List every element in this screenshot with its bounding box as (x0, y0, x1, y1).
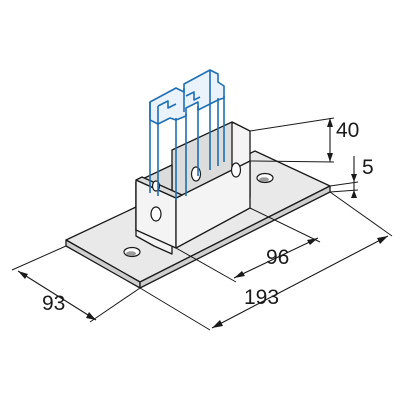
dim-5-arrow-a (351, 174, 357, 182)
channel-top-profile (149, 69, 225, 125)
dim-96-arrow-a (234, 271, 245, 278)
strut-channel (149, 69, 225, 200)
dim-96-ext-left (175, 247, 237, 283)
channel-lip-left (157, 100, 177, 109)
dim-193-arrow-b (377, 236, 388, 244)
dim-5-ext-top (329, 181, 359, 187)
dim-93-ext-top (11, 245, 67, 271)
dim-40-arrow-b (327, 153, 333, 162)
dim-193-line (211, 235, 389, 329)
dim-40-ext-bottom (249, 160, 335, 163)
mounting-hole-front-shadow (126, 251, 136, 256)
dim-5-label: 5 (362, 156, 374, 179)
dim-193-label: 193 (244, 286, 279, 309)
dim-93-label: 93 (42, 292, 65, 315)
dim-5-ext-bottom (329, 189, 359, 193)
dim-193-ext-right (329, 191, 393, 237)
bracket-hole-front (150, 206, 162, 222)
dimensions: 93 193 96 40 5 (11, 117, 393, 331)
channel-lip-right (185, 91, 201, 101)
dim-40-arrow-a (327, 118, 333, 127)
u-bracket (135, 121, 251, 255)
dim-5-arrow-b (351, 190, 357, 198)
dim-93-ext-bottom (89, 287, 141, 323)
dim-96-arrow-b (307, 238, 318, 245)
bracket-hole-side-2 (230, 162, 242, 178)
dim-193-arrow-a (212, 320, 223, 328)
dim-96-ext-right (249, 207, 321, 243)
dim-96-line (233, 237, 319, 279)
dim-93-arrow-b (86, 312, 96, 320)
dim-40-label: 40 (336, 119, 359, 142)
dim-40-ext-top (249, 117, 335, 132)
dim-93-arrow-a (18, 271, 28, 279)
mounting-hole-back-shadow (259, 177, 269, 182)
dim-193-ext-left (139, 287, 211, 331)
dim-96-label: 96 (266, 246, 289, 269)
dim-93-line (17, 270, 97, 321)
bracket-hole-side-1 (190, 166, 202, 182)
